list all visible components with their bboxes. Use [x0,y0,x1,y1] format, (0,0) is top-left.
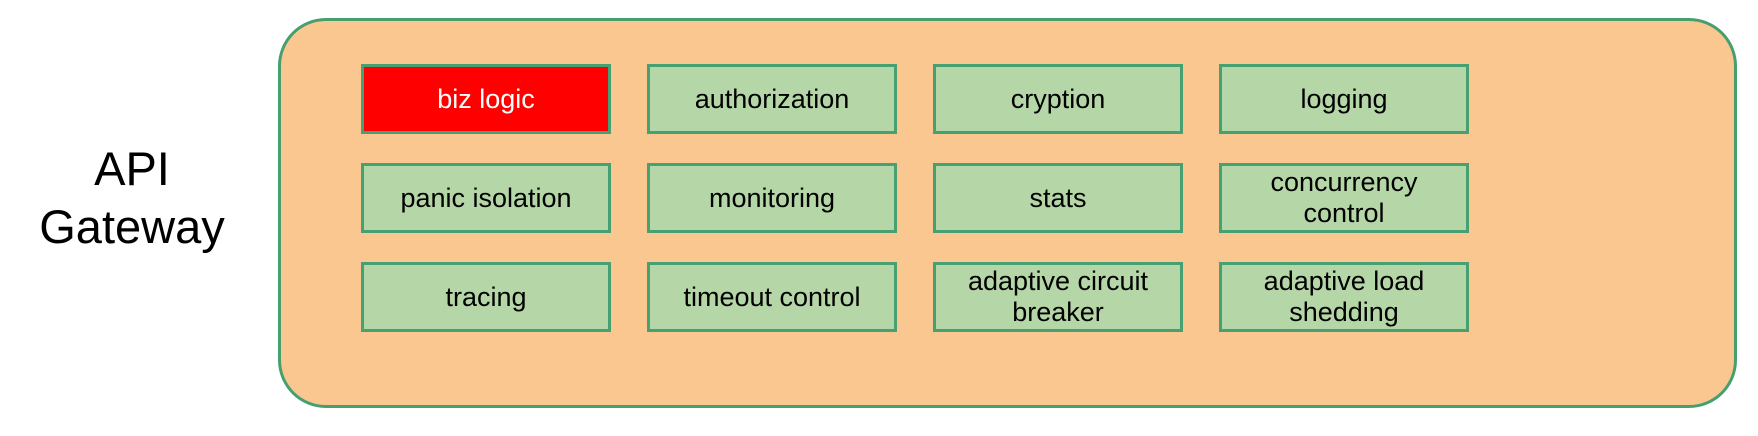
capability-box-concurrency-control[interactable]: concurrency control [1219,163,1469,233]
capability-box-tracing[interactable]: tracing [361,262,611,332]
capability-box-timeout-control[interactable]: timeout control [647,262,897,332]
capability-box-logging[interactable]: logging [1219,64,1469,134]
capability-grid: biz logic authorization cryption logging pan… [361,64,1657,332]
api-gateway-container: biz logic authorization cryption logging pan… [278,18,1737,408]
capability-box-biz-logic[interactable]: biz logic [361,64,611,134]
capability-box-adaptive-circuit-breaker[interactable]: adaptive circuit breaker [933,262,1183,332]
capability-box-panic-isolation[interactable]: panic isolation [361,163,611,233]
capability-box-cryption[interactable]: cryption [933,64,1183,134]
capability-box-monitoring[interactable]: monitoring [647,163,897,233]
api-gateway-label: API Gateway [39,142,225,253]
capability-box-adaptive-load-shedding[interactable]: adaptive load shedding [1219,262,1469,332]
capability-box-authorization[interactable]: authorization [647,64,897,134]
capability-box-stats[interactable]: stats [933,163,1183,233]
